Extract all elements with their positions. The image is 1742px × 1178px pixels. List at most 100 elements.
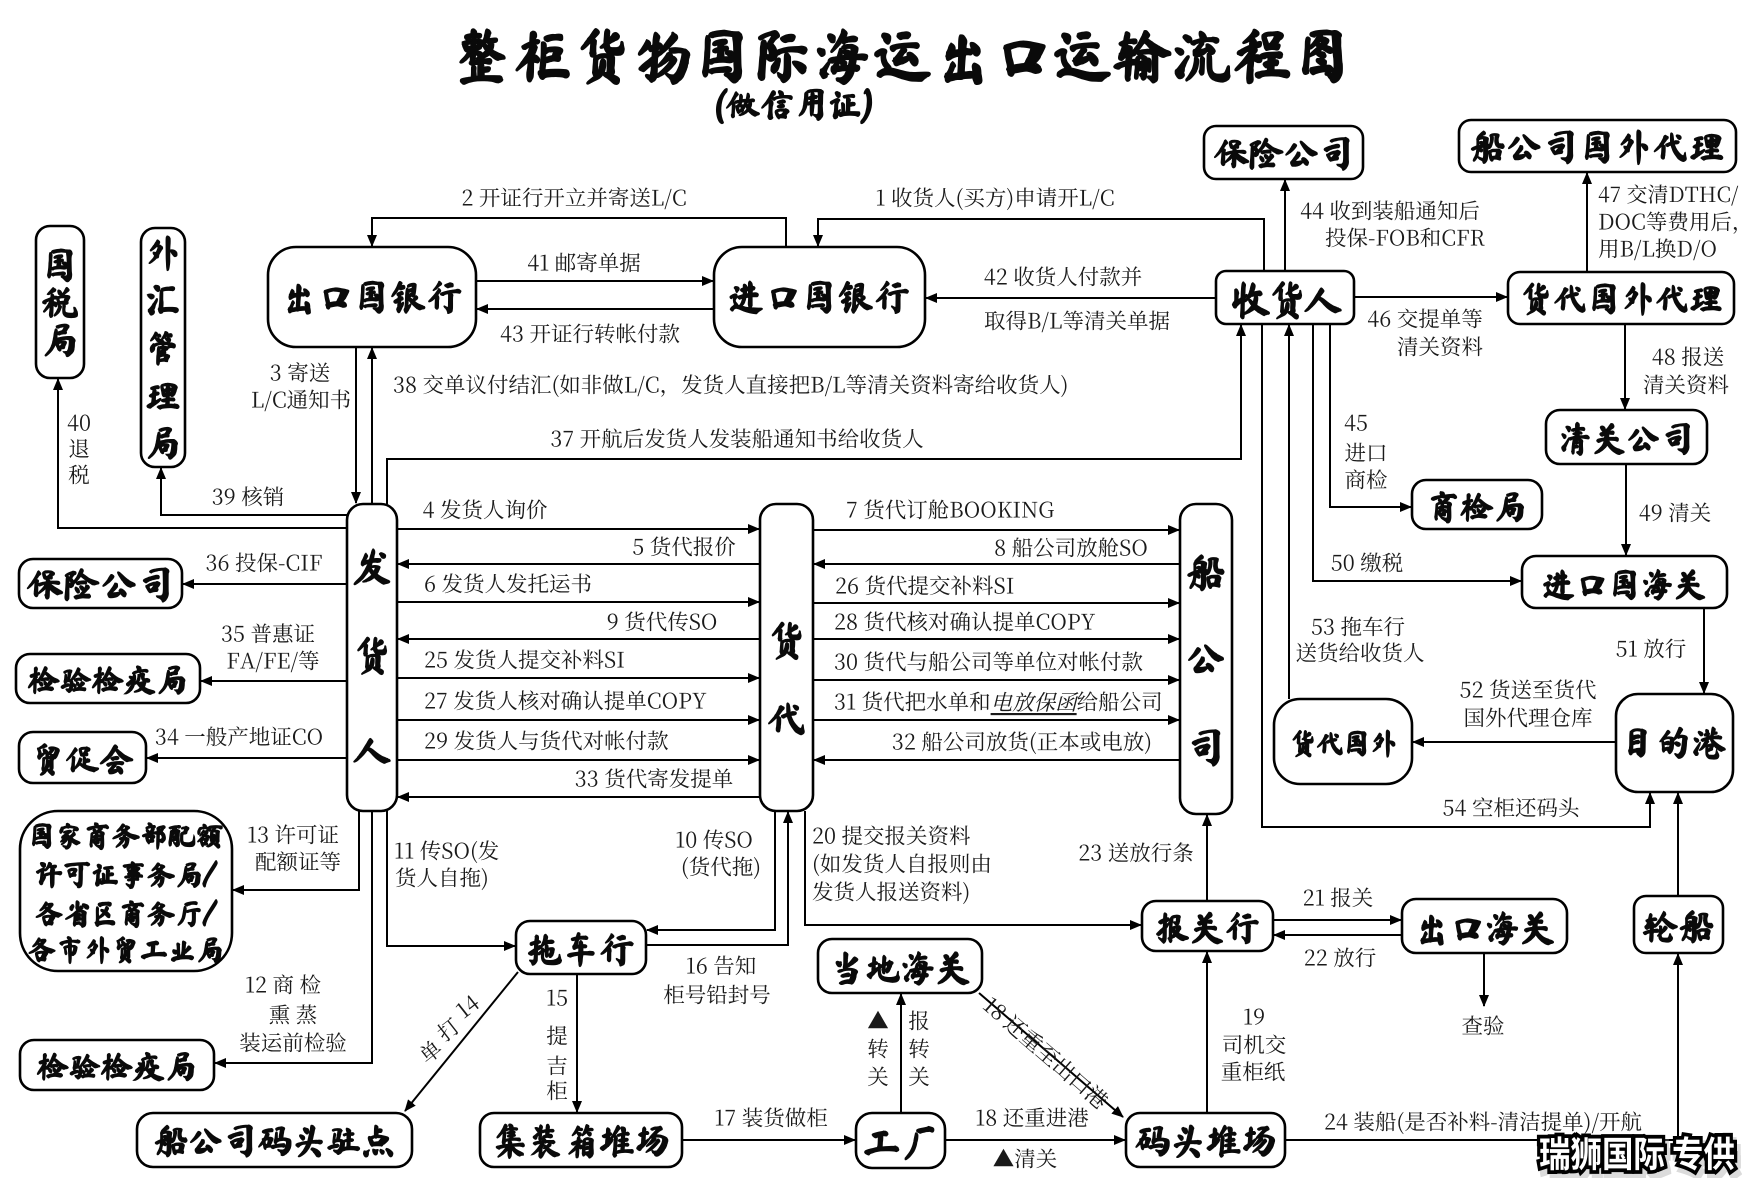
svg-text:关: 关 [908,1061,930,1092]
svg-text:商检: 商检 [1344,464,1388,495]
svg-text:清关资料: 清关资料 [1643,369,1730,400]
svg-text:司: 司 [1186,727,1226,767]
svg-text:28 货代核对确认提单COPY: 28 货代核对确认提单COPY [834,606,1096,637]
svg-text:商检局: 商检局 [1428,490,1527,524]
svg-text:44 收到装船通知后: 44 收到装船通知后 [1300,195,1480,226]
svg-text:报关行: 报关行 [1155,911,1260,946]
svg-text:重柜纸: 重柜纸 [1221,1056,1286,1087]
svg-text:35 普惠证: 35 普惠证 [221,618,315,649]
svg-text:船: 船 [1186,552,1226,592]
svg-text:23 送放行条: 23 送放行条 [1078,837,1193,868]
svg-text:贸促会: 贸促会 [32,743,134,777]
svg-text:各省区商务厅/: 各省区商务厅/ [35,899,217,928]
svg-text:关: 关 [867,1061,889,1092]
svg-text:取得B/L等清关单据: 取得B/L等清关单据 [984,305,1170,336]
svg-text:瑞狮国际 专供: 瑞狮国际 专供 [1539,1126,1735,1178]
svg-text:送货给收货人: 送货给收货人 [1295,637,1424,668]
svg-text:检验检疫局: 检验检疫局 [28,664,188,696]
svg-text:25 发货人提交补料SI: 25 发货人提交补料SI [424,644,625,675]
svg-text:各市外贸工业局: 各市外贸工业局 [28,936,224,964]
svg-text:理: 理 [145,378,181,414]
svg-text:30 货代与船公司等单位对帐付款: 30 货代与船公司等单位对帐付款 [834,646,1143,677]
svg-text:清关资料: 清关资料 [1397,331,1484,362]
svg-text:34 一般产地证CO: 34 一般产地证CO [155,721,323,752]
svg-text:▲清关: ▲清关 [993,1143,1058,1174]
svg-text:进口: 进口 [1344,437,1387,468]
svg-text:9 货代传SO: 9 货代传SO [607,606,718,637]
svg-text:DOC等费用后，: DOC等费用后， [1598,206,1742,237]
svg-text:转: 转 [908,1033,930,1064]
svg-text:38 交单议付结汇(如非做L/C，发货人直接把B/L等清关资: 38 交单议付结汇(如非做L/C，发货人直接把B/L等清关资料寄给收货人) [393,369,1068,400]
svg-text:拖车行: 拖车行 [527,932,635,968]
svg-text:26 货代提交补料SI: 26 货代提交补料SI [835,570,1014,601]
svg-text:21 报关: 21 报关 [1303,882,1374,913]
svg-text:保险公司: 保险公司 [1213,136,1353,172]
svg-text:轮船: 轮船 [1642,909,1714,945]
svg-text:柜: 柜 [546,1075,568,1106]
svg-text:国家商务部配额: 国家商务部配额 [28,822,224,850]
svg-text:FA/FE/等: FA/FE/等 [226,645,319,676]
svg-text:船公司码头驻点: 船公司码头驻点 [154,1124,396,1159]
svg-text:局: 局 [42,322,79,359]
svg-text:18 还重进港: 18 还重进港 [975,1102,1089,1133]
svg-text:50 缴税: 50 缴税 [1331,547,1403,578]
svg-text:司机交: 司机交 [1222,1029,1287,1060]
svg-text:货代国外代理: 货代国外代理 [1519,282,1723,316]
svg-text:5 货代报价: 5 货代报价 [632,531,736,562]
svg-text:20 提交报关资料: 20 提交报关资料 [812,820,971,851]
svg-text:提: 提 [546,1020,568,1051]
svg-text:国: 国 [42,247,79,284]
svg-text:(做信用证): (做信用证) [714,88,873,124]
svg-text:出口海关: 出口海关 [1413,910,1555,946]
svg-text:(如发货人自报则由: (如发货人自报则由 [812,848,992,879]
svg-text:货代国外: 货代国外 [1289,730,1397,758]
svg-text:检验检疫局: 检验检疫局 [37,1050,197,1082]
svg-text:33 货代寄发提单: 33 货代寄发提单 [575,763,733,794]
svg-text:29 发货人与货代对帐付款: 29 发货人与货代对帐付款 [424,725,669,756]
svg-text:48 报送: 48 报送 [1652,341,1724,372]
svg-text:L/C通知书: L/C通知书 [251,384,351,415]
svg-text:瑞狮国际 专供: 瑞狮国际 专供 [1539,1126,1735,1178]
svg-text:税: 税 [68,459,90,490]
svg-text:码头堆场: 码头堆场 [1134,1123,1276,1159]
svg-text:54 空柜还码头: 54 空柜还码头 [1443,792,1580,823]
svg-text:42 收货人付款并: 42 收货人付款并 [984,261,1142,292]
svg-text:集装箱堆场: 集装箱堆场 [492,1123,670,1159]
svg-text:清关公司: 清关公司 [1559,422,1695,456]
svg-text:出口国银行: 出口国银行 [281,279,464,315]
svg-text:19: 19 [1243,1001,1265,1032]
svg-text:货: 货 [352,635,392,675]
svg-text:代: 代 [767,698,807,738]
svg-text:货人自拖): 货人自拖) [395,862,489,893]
svg-text:发: 发 [352,546,392,586]
svg-text:4 发货人询价: 4 发货人询价 [423,494,548,525]
svg-text:装运前检验: 装运前检验 [239,1027,347,1058]
svg-text:46 交提单等: 46 交提单等 [1367,303,1482,334]
svg-text:11 传SO(发: 11 传SO(发 [394,835,499,866]
svg-text:51 放行: 51 放行 [1616,633,1687,664]
svg-text:工厂: 工厂 [862,1124,938,1162]
svg-text:10 传SO: 10 传SO [675,824,753,855]
svg-text:用B/L换D/O: 用B/L换D/O [1598,233,1717,264]
svg-text:进口国银行: 进口国银行 [728,279,911,315]
svg-text:43 开证行转帐付款: 43 开证行转帐付款 [500,318,680,349]
svg-text:49 清关: 49 清关 [1639,497,1712,528]
svg-text:1 收货人(买方)申请开L/C: 1 收货人(买方)申请开L/C [875,182,1114,213]
svg-text:15: 15 [546,982,568,1013]
svg-text:16 告知: 16 告知 [686,950,757,981]
svg-text:税: 税 [42,284,79,321]
svg-text:6 发货人发托运书: 6 发货人发托运书 [424,568,592,599]
svg-text:17 装货做柜: 17 装货做柜 [714,1102,827,1133]
svg-text:3 寄送: 3 寄送 [270,357,330,388]
svg-text:人: 人 [352,730,392,770]
svg-text:53 拖车行: 53 拖车行 [1311,611,1405,642]
svg-text:熏 蒸: 熏 蒸 [269,999,318,1030]
svg-text:27 发货人核对确认提单COPY: 27 发货人核对确认提单COPY [424,685,707,716]
svg-text:公: 公 [1186,638,1226,678]
svg-text:39 核销: 39 核销 [212,481,285,512]
svg-text:管: 管 [145,330,181,366]
svg-text:柜号铅封号: 柜号铅封号 [663,979,771,1010]
svg-text:国外代理仓库: 国外代理仓库 [1463,702,1592,733]
svg-text:当地海关: 当地海关 [829,950,971,986]
svg-text:配额证等: 配额证等 [255,846,341,877]
